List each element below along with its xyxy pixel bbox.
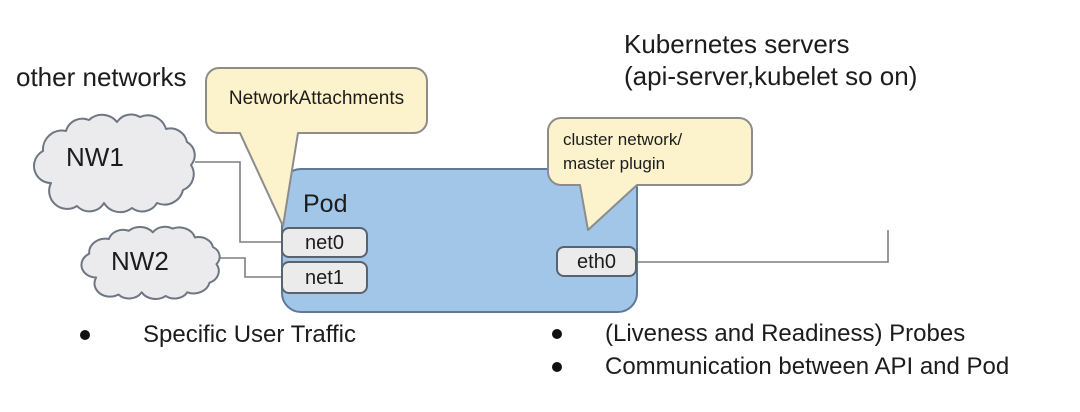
cloud-label-nw2: NW2 [111,246,169,276]
bullet-communication: Communication between API and Pod [552,353,1010,380]
bullet-specific-user-traffic: Specific User Traffic [80,321,356,348]
pod-label: Pod [303,190,348,218]
bullet-specific-user-traffic-label: Specific User Traffic [143,321,356,348]
connector-eth0-servers [637,230,889,263]
bullet-dot-icon [80,330,90,340]
interface-net0: net0 [281,227,368,258]
kubernetes-servers-label: Kubernetes servers (api-server,kubelet s… [624,28,917,92]
connector-nw1-net0 [195,161,281,243]
interface-eth0: eth0 [556,246,637,277]
other-networks-label: other networks [16,62,187,92]
kubernetes-servers-line1: Kubernetes servers [624,29,850,59]
interface-net1: net1 [281,261,368,294]
callout-networkattachments-label: NetworkAttachments [228,88,405,109]
bullet-dot-icon [552,362,562,372]
callout-cluster-network-line2: master plugin [563,154,666,173]
kubernetes-servers-line2: (api-server,kubelet so on) [624,61,918,91]
bullet-probes-label: (Liveness and Readiness) Probes [605,320,966,347]
bullet-dot-icon [552,329,562,339]
callout-cluster-network-label: cluster network/ master plugin [563,128,682,176]
bullet-communication-label: Communication between API and Pod [605,353,1010,380]
cloud-label-nw1: NW1 [66,142,124,172]
connector-nw2-net1 [220,257,281,278]
bullet-probes: (Liveness and Readiness) Probes [552,320,966,347]
callout-cluster-network-line1: cluster network/ [563,130,683,149]
